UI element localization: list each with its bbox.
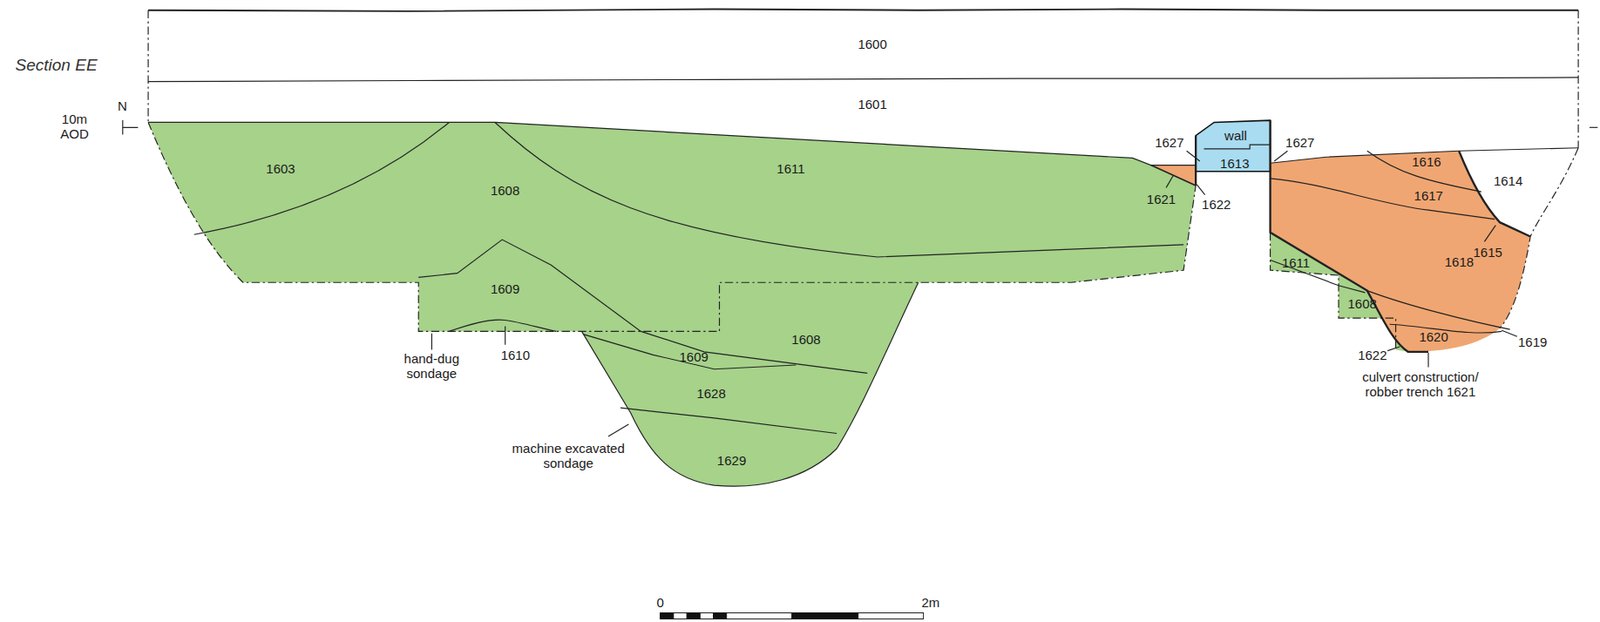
context-number: 1616 — [1411, 154, 1441, 170]
scale-text: 0 — [656, 594, 664, 610]
note: culvert construction/ robber trench 1621 — [1346, 369, 1495, 400]
context-number: 1603 — [265, 161, 295, 177]
context-number: 1618 — [1444, 253, 1474, 269]
context-number: 1609 — [679, 348, 709, 364]
cut-line — [1194, 135, 1197, 186]
context-number: 1621 — [1146, 191, 1176, 207]
context-number: 1601 — [857, 96, 887, 112]
context-number: 1628 — [696, 385, 726, 400]
leader-line — [1501, 330, 1518, 337]
layer-boundary — [583, 334, 796, 370]
context-number: 1608 — [490, 182, 520, 197]
wall-label: wall — [1224, 127, 1248, 143]
context-number: 1613 — [1220, 155, 1249, 171]
context-number: 1620 — [1418, 329, 1448, 345]
scale-bar — [660, 612, 924, 619]
section-title: Section EE — [15, 55, 98, 75]
context-number: 1614 — [1493, 173, 1523, 189]
context-number: 1608 — [1347, 295, 1377, 311]
context-number: 1611 — [776, 161, 805, 177]
section-edge — [1577, 10, 1579, 149]
context-number: 1629 — [717, 453, 746, 468]
layer-boundary — [148, 77, 1579, 82]
layer-boundary — [148, 122, 1196, 165]
layer-boundary — [494, 122, 1184, 258]
leader-line — [1427, 352, 1429, 367]
leader-line — [1186, 150, 1200, 162]
note: machine excavated sondage — [506, 440, 631, 471]
context-number: 1600 — [857, 36, 887, 52]
leader-line — [1484, 225, 1496, 243]
excavation-limit — [582, 282, 919, 487]
north-mark: N — [117, 97, 128, 113]
context-number: 1627 — [1285, 134, 1315, 150]
layer-boundary — [1270, 178, 1496, 220]
scale-text: 2m — [921, 594, 940, 610]
context-number: 1617 — [1414, 187, 1444, 203]
note: hand-dug sondage — [395, 351, 468, 381]
leader-line — [608, 424, 629, 437]
context-number: 1615 — [1473, 244, 1503, 260]
context-number: 1610 — [501, 347, 530, 363]
orange-deposit — [1270, 150, 1531, 353]
cut-line — [1458, 150, 1531, 237]
context-number: 1627 — [1154, 134, 1184, 150]
section-edge — [147, 10, 149, 123]
leader-line — [1274, 150, 1288, 162]
context-number: 1622 — [1357, 347, 1387, 363]
layer-boundary — [620, 407, 837, 434]
datum-marker — [122, 120, 139, 135]
context-number: 1609 — [490, 281, 520, 297]
context-number: 1622 — [1201, 196, 1231, 212]
layer-boundary — [1204, 144, 1271, 150]
context-number: 1611 — [1281, 254, 1310, 270]
layer-boundary — [448, 319, 556, 332]
leader-line — [431, 333, 433, 351]
layer-boundary — [194, 122, 450, 235]
excavation-limit — [1270, 232, 1397, 351]
context-number: 1608 — [791, 331, 821, 346]
layer-boundary — [1367, 291, 1511, 330]
layer-boundary — [418, 239, 868, 373]
leader-line — [1196, 184, 1205, 196]
green-deposit — [148, 122, 1196, 487]
context-number: 1619 — [1518, 334, 1547, 350]
ground-surface — [148, 9, 1579, 12]
leader-line — [1166, 175, 1173, 188]
cut-line — [1270, 120, 1429, 353]
layer-boundary — [1367, 150, 1482, 192]
leader-line — [504, 326, 506, 346]
datum-level: 10m AOD — [54, 111, 95, 142]
wall — [1195, 120, 1270, 172]
leader-line — [1387, 346, 1400, 352]
excavation-limit — [148, 122, 1196, 332]
datum-marker — [1589, 127, 1598, 129]
